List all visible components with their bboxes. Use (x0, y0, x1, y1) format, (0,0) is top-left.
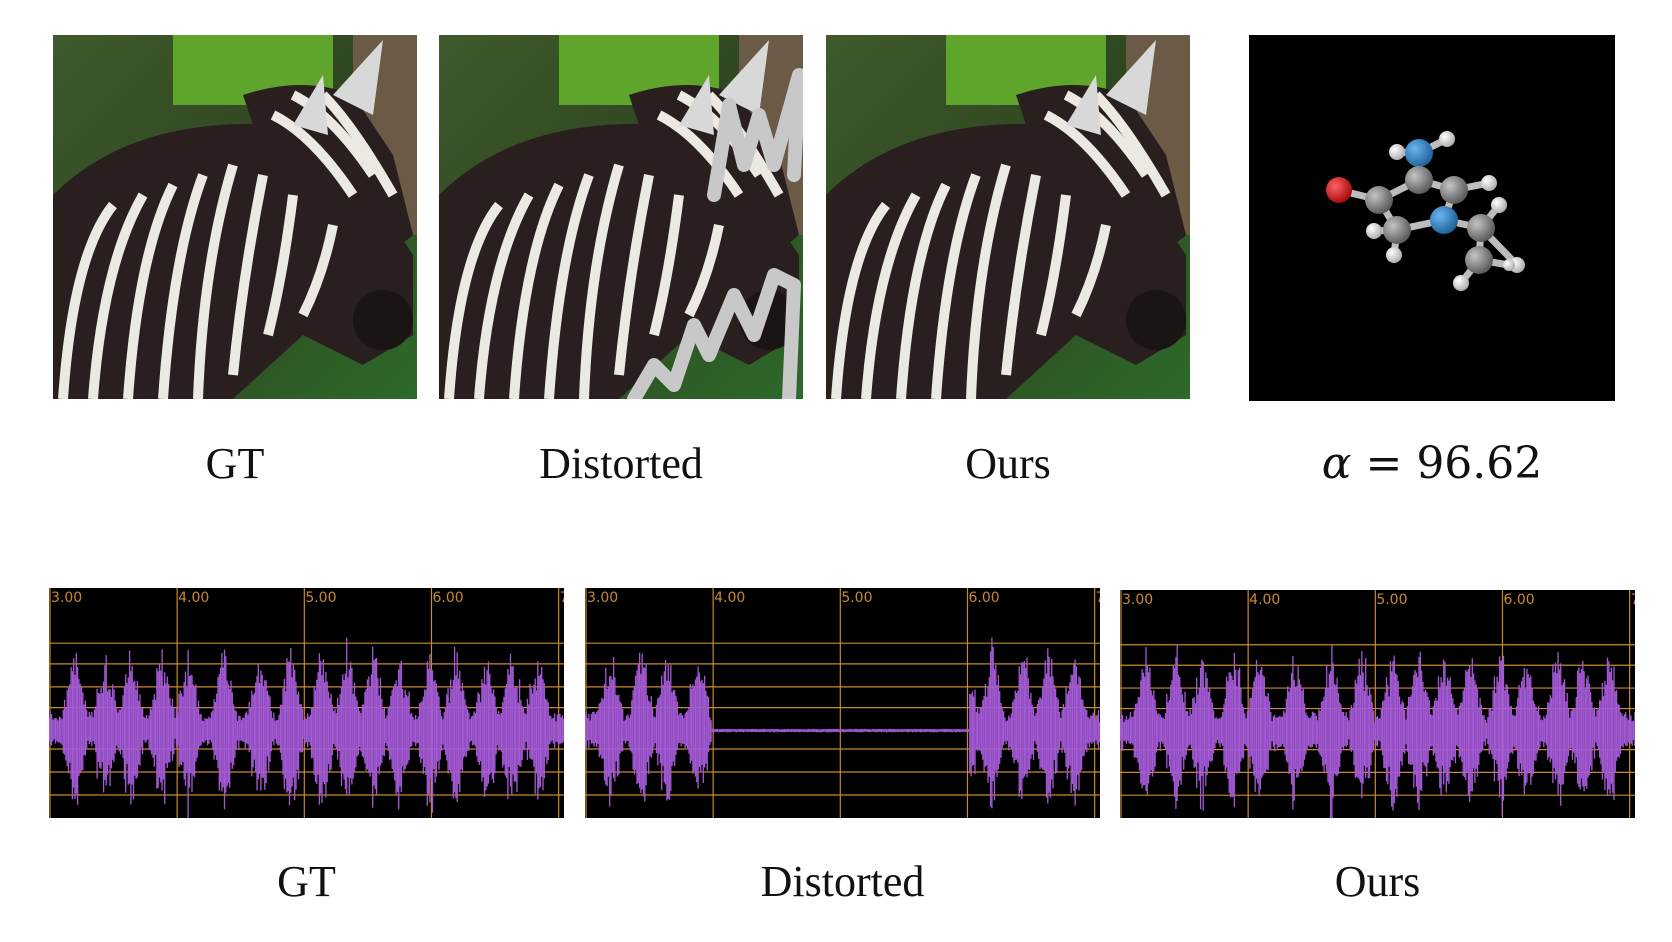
ours-spectrogram: 3.00 4.00 5.00 6.00 7 (1120, 590, 1635, 818)
nitrogen-atom (1405, 139, 1433, 167)
spectrogram-svg: 3.00 4.00 5.00 6.00 7 (585, 588, 1100, 818)
time-tick-label: 3.00 (1122, 592, 1153, 608)
time-tick-label: 6.00 (432, 590, 463, 606)
caption-ours-top: Ours (965, 439, 1051, 488)
caption-gt-top: GT (205, 439, 265, 488)
time-tick-label: 7 (1631, 592, 1635, 608)
time-tick-label: 5.00 (305, 590, 336, 606)
carbon-atom (1383, 216, 1411, 244)
zebra-image-svg (53, 35, 417, 399)
carbon-atom (1465, 246, 1493, 274)
caption-alpha-value: α = 96.62 (1249, 438, 1615, 489)
caption-distorted-bottom: Distorted (760, 857, 925, 906)
time-tick-label: 3.00 (51, 590, 82, 606)
time-tick-label: 4.00 (1249, 592, 1280, 608)
time-tick-label: 7 (1096, 590, 1100, 606)
time-tick-label: 5.00 (1376, 592, 1407, 608)
nitrogen-atom (1430, 206, 1458, 234)
hydrogen-atom (1481, 175, 1497, 191)
time-tick-label: 6.00 (968, 590, 999, 606)
equals-sign: = (1365, 438, 1403, 489)
hydrogen-atom (1503, 259, 1515, 271)
scribble-distortion (627, 68, 803, 399)
caption-distorted-top: Distorted (539, 439, 703, 488)
hydrogen-atom (1439, 131, 1455, 147)
carbon-atom (1467, 214, 1495, 242)
molecule-image (1249, 35, 1615, 401)
alpha-number: 96.62 (1416, 438, 1543, 489)
hydrogen-atom (1389, 144, 1405, 160)
time-tick-label: 3.00 (587, 590, 618, 606)
hydrogen-atom (1386, 247, 1402, 263)
time-tick-label: 4.00 (714, 590, 745, 606)
alpha-symbol: α (1321, 438, 1352, 489)
carbon-atom (1365, 186, 1393, 214)
caption-gt-bottom: GT (277, 857, 336, 906)
time-tick-label: 6.00 (1503, 592, 1534, 608)
hydrogen-atom (1491, 197, 1507, 213)
carbon-atom (1405, 166, 1433, 194)
molecule-render-svg (1326, 131, 1525, 291)
distorted-zebra-image (439, 35, 803, 399)
hydrogen-atom (1453, 275, 1469, 291)
distorted-spectrogram: 3.00 4.00 5.00 6.00 7 (585, 588, 1100, 818)
gt-spectrogram: 3.00 4.00 5.00 6.00 7 (49, 588, 564, 818)
time-tick-label: 4.00 (178, 590, 209, 606)
gt-zebra-image (53, 35, 417, 399)
carbon-atom (1440, 176, 1468, 204)
spectrogram-svg: 3.00 4.00 5.00 6.00 7 (49, 588, 564, 818)
zebra-distorted-image-svg (439, 35, 803, 399)
hydrogen-atom (1366, 223, 1382, 239)
time-tick-label: 5.00 (841, 590, 872, 606)
caption-ours-bottom: Ours (1334, 857, 1421, 906)
oxygen-atom (1326, 177, 1352, 203)
spectrogram-svg: 3.00 4.00 5.00 6.00 7 (1120, 590, 1635, 818)
zebra-restored-image-svg (826, 35, 1190, 399)
time-tick-label: 7 (560, 590, 564, 606)
ours-zebra-image (826, 35, 1190, 399)
